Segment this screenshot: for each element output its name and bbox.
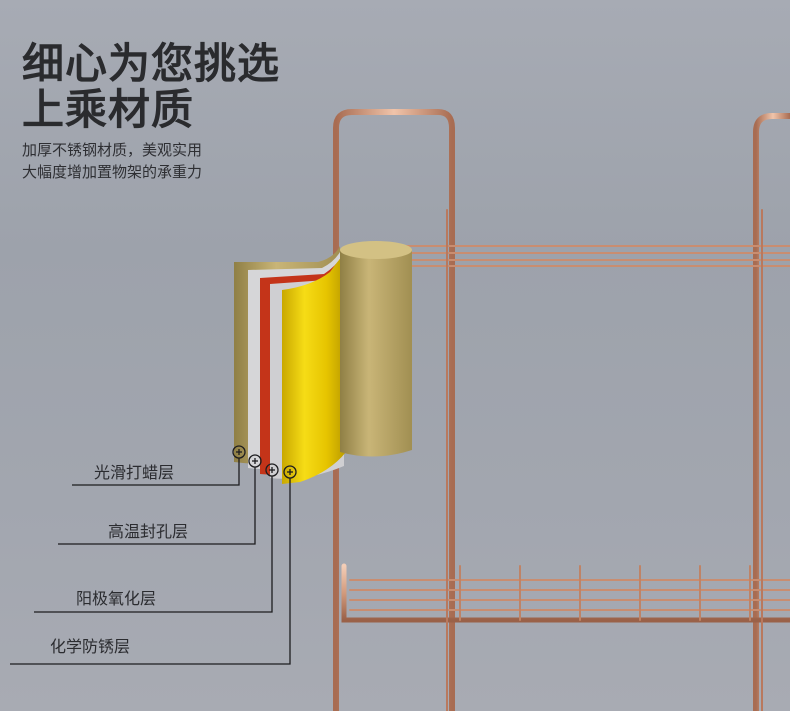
layer-label-anodized: 阳极氧化层: [76, 589, 157, 608]
subtext-line-2: 大幅度增加置物架的承重力: [22, 163, 203, 181]
layer-label-anticorrosion: 化学防锈层: [50, 637, 131, 656]
subtext-line-1: 加厚不锈钢材质，美观实用: [22, 141, 203, 159]
material-layers-sample: [234, 241, 412, 484]
layer-label-sealing: 高温封孔层: [108, 522, 189, 541]
headline-line-2: 上乘材质: [22, 85, 195, 134]
shelf-rack: [333, 109, 790, 711]
layer-markers: [10, 445, 297, 665]
headline-line-1: 细心为您挑选: [22, 39, 281, 88]
layer-label-wax: 光滑打蜡层: [94, 463, 175, 482]
